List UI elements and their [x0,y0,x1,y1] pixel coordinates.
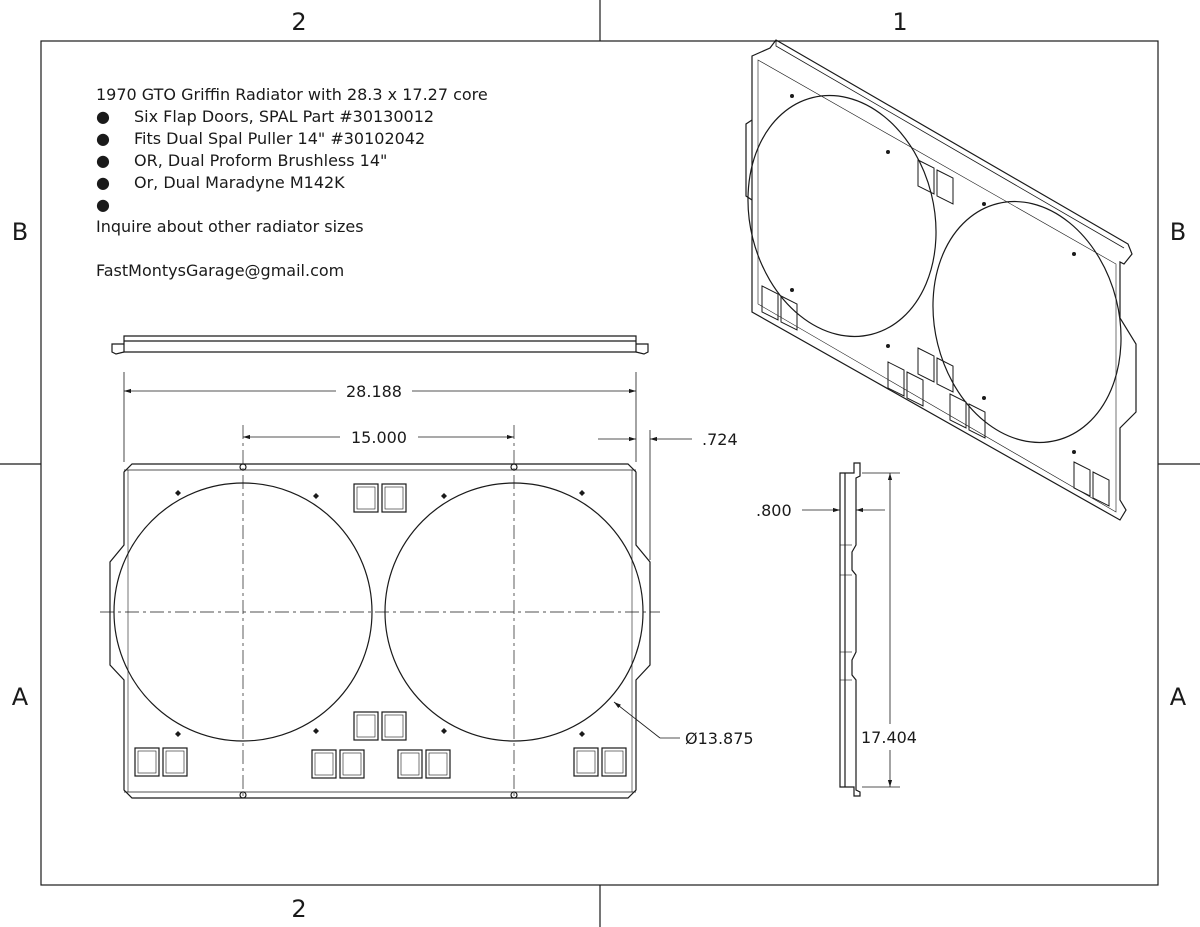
side-edge-view [839,462,861,797]
bullet-glyph: ● [96,129,110,148]
notes-bullet-2: ● Fits Dual Spal Puller 14" #30102042 [96,128,488,150]
notes-spacer [96,238,488,260]
zone-label-left-lower: A [12,683,29,711]
notes-email: FastMontysGarage@gmail.com [96,261,345,280]
iso-fan-opening-left [747,94,937,338]
center-lines [100,425,660,800]
dimension-value-fan-diameter: Ø13.875 [685,729,754,748]
notes-title: 1970 GTO Griffin Radiator with 28.3 x 17… [96,85,488,104]
flap-door-group-middle [353,711,407,741]
notes-inquire: Inquire about other radiator sizes [96,217,364,236]
dimension-value-side-tab: .724 [702,430,738,449]
flap-door-group-top [353,483,407,513]
iso-fan-opening-right [932,200,1122,444]
dimension-side-tab [598,430,692,560]
notes-block: 1970 GTO Griffin Radiator with 28.3 x 17… [96,84,488,282]
iso-flap-doors [761,159,1110,507]
rivet-points [175,490,585,737]
bullet-glyph: ● [96,173,110,192]
mounting-holes [239,463,518,799]
bullet-text: OR, Dual Proform Brushless 14" [134,151,388,170]
notes-bullet-5: ● [96,194,488,216]
bullet-text: Six Flap Doors, SPAL Part #30130012 [134,107,435,126]
bullet-text: Or, Dual Maradyne M142K [134,173,345,192]
isometric-view [745,39,1137,521]
notes-bullet-3: ● OR, Dual Proform Brushless 14" [96,150,488,172]
dimension-value-overall-height: 17.404 [861,728,917,747]
notes-bullet-4: ● Or, Dual Maradyne M142K [96,172,488,194]
zone-label-top-left: 2 [291,8,306,36]
zone-label-top-right: 1 [892,8,907,36]
zone-label-left-upper: B [12,218,28,246]
top-edge-view [111,335,649,355]
flap-door-group-bottom-center-left [311,749,365,779]
bullet-text: Fits Dual Spal Puller 14" #30102042 [134,129,426,148]
flap-door-group-bottom-left [134,747,188,777]
zone-label-bottom-left: 2 [291,895,306,923]
dimension-overall-height [862,472,900,788]
bullet-glyph: ● [96,195,110,214]
bullet-glyph: ● [96,107,110,126]
iso-rivet-points [790,94,1076,454]
notes-bullet-1: ● Six Flap Doors, SPAL Part #30130012 [96,106,488,128]
front-view-shroud [109,463,651,799]
dimension-fan-diameter-leader [613,701,680,739]
dimension-value-fan-spacing: 15.000 [351,428,407,447]
zone-label-right-lower: A [1170,683,1187,711]
flap-door-group-bottom-right [573,747,627,777]
bullet-glyph: ● [96,151,110,170]
dimension-value-overall-width: 28.188 [346,382,402,401]
zone-label-right-upper: B [1170,218,1186,246]
dimension-value-flange-depth: .800 [756,501,792,520]
dimension-overall-width [123,372,637,462]
flap-door-group-bottom-center-right [397,749,451,779]
